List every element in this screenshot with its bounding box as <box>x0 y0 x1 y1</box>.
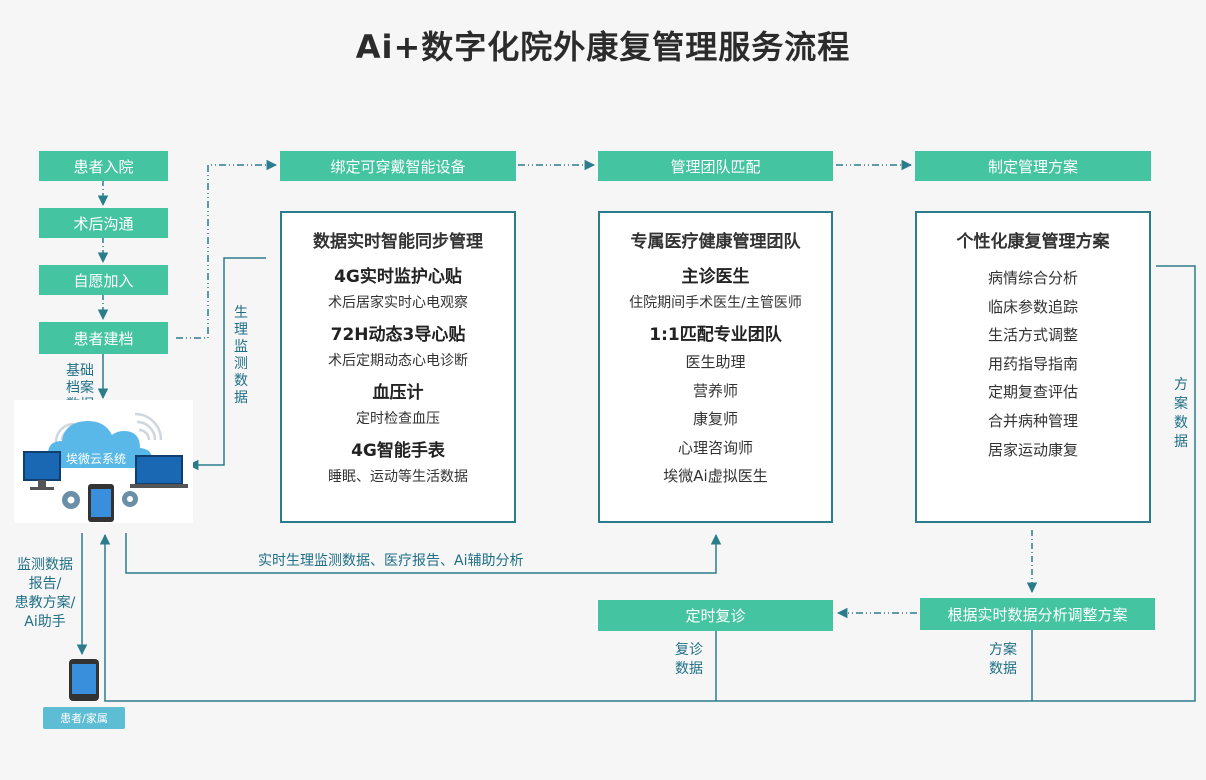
step-create-record: 患者建档 <box>39 322 168 354</box>
device-bp-monitor: 血压计 <box>372 383 424 403</box>
cloud-system-label: 埃微云系统 <box>66 452 127 466</box>
team-match-title: 1:1匹配专业团队 <box>649 325 782 345</box>
team-member: 康复师 <box>692 410 738 429</box>
team-member: 埃微Ai虚拟医生 <box>663 467 768 486</box>
team-member: 心理咨询师 <box>677 438 753 457</box>
phone-icon <box>69 659 99 701</box>
device-bp-monitor-desc: 定时检查血压 <box>356 411 440 427</box>
page-title: Ai+数字化院外康复管理服务流程 <box>355 28 851 66</box>
team-member: 医生助理 <box>685 353 746 371</box>
device-smartwatch-desc: 睡眠、运动等生活数据 <box>328 469 468 485</box>
cloud-system-illustration: 埃微云系统 <box>14 400 193 523</box>
step-admission: 患者入院 <box>39 151 168 181</box>
device-smartwatch: 4G智能手表 <box>351 441 445 461</box>
step-make-plan: 制定管理方案 <box>915 151 1151 181</box>
team-member: 营养师 <box>692 381 738 400</box>
cloud-devices-icon <box>23 412 188 522</box>
step-followup-visit: 定时复诊 <box>598 600 833 631</box>
panel-health-team-heading: 专属医疗健康管理团队 <box>630 232 801 252</box>
panel-rehab-plan-heading: 个性化康复管理方案 <box>956 232 1110 252</box>
panel-data-sync: 数据实时智能同步管理 4G实时监护心贴 术后居家实时心电观察 72H动态3导心贴… <box>280 211 516 523</box>
plan-item: 病情综合分析 <box>987 269 1078 287</box>
right-plan-data-label: 方案 数据 <box>1174 377 1188 450</box>
panel-rehab-plan: 个性化康复管理方案 病情综合分析 临床参数追踪 生活方式调整 用药指导指南 定期… <box>915 211 1151 523</box>
attending-doctor: 主诊医生 <box>681 267 750 287</box>
attending-doctor-desc: 住院期间手术医生/主管医师 <box>629 295 802 311</box>
step-postop-communication: 术后沟通 <box>39 208 168 238</box>
plan-item: 定期复查评估 <box>987 383 1078 402</box>
device-holter-patch: 72H动态3导心贴 <box>330 325 466 345</box>
step-adjust-plan: 根据实时数据分析调整方案 <box>920 598 1155 630</box>
realtime-data-label: 实时生理监测数据、医疗报告、Ai辅助分析 <box>258 553 524 569</box>
device-ecg-patch: 4G实时监护心贴 <box>334 267 462 287</box>
step-voluntary-join: 自愿加入 <box>39 265 168 295</box>
device-holter-patch-desc: 术后定期动态心电诊断 <box>328 353 468 369</box>
panel-health-team: 专属医疗健康管理团队 主诊医生 住院期间手术医生/主管医师 1:1匹配专业团队 … <box>598 211 833 523</box>
followup-data-label: 复诊数据 <box>675 642 703 677</box>
physio-monitor-label: 生理监 测数据 <box>234 305 248 406</box>
plan-data-label: 方案数据 <box>989 642 1017 677</box>
monitor-output-label: 监测数据报告/ 患教方案/Ai助手 <box>14 557 76 630</box>
plan-item: 居家运动康复 <box>987 440 1078 459</box>
panel-data-sync-heading: 数据实时智能同步管理 <box>313 232 483 252</box>
step-team-match: 管理团队匹配 <box>598 151 833 181</box>
plan-item: 生活方式调整 <box>987 326 1078 345</box>
plan-item: 用药指导指南 <box>987 354 1078 373</box>
patient-family-badge: 患者/家属 <box>43 707 125 729</box>
device-ecg-patch-desc: 术后居家实时心电观察 <box>328 295 468 311</box>
step-bind-wearable: 绑定可穿戴智能设备 <box>280 151 516 181</box>
plan-item: 合并病种管理 <box>987 411 1078 430</box>
plan-item: 临床参数追踪 <box>987 297 1078 316</box>
